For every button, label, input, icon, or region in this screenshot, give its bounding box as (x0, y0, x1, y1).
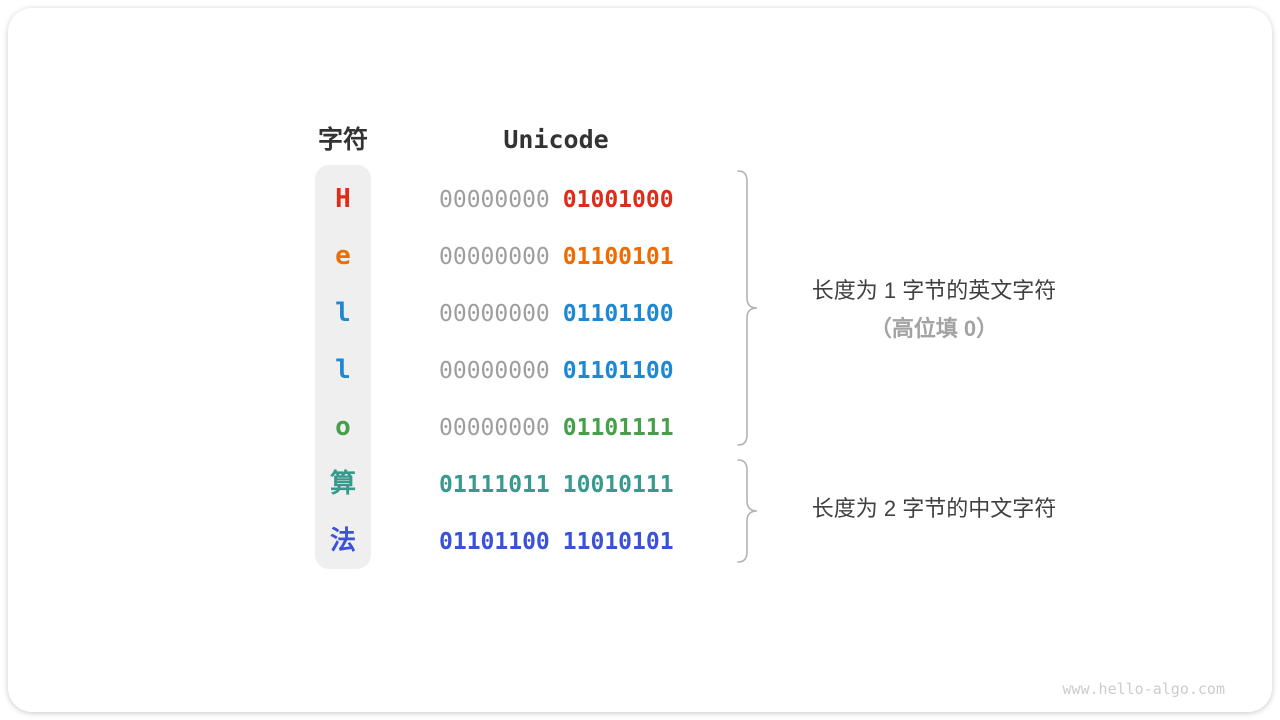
column-header-char: 字符 (317, 126, 368, 154)
byte-high: 00000000 (439, 300, 550, 327)
char-cell: 法 (329, 526, 356, 556)
table-row: l 00000000 01101100 (8, 285, 1280, 342)
byte-low: 10010111 (562, 471, 674, 498)
annotation-subtext: （高位填 0） (869, 316, 999, 341)
brace-2-byte-group (734, 458, 762, 564)
byte-high: 00000000 (439, 357, 550, 384)
table-row: l 00000000 01101100 (8, 342, 1280, 399)
table-row: 法 01101100 11010101 (8, 513, 1280, 570)
char-cell: 算 (329, 469, 356, 499)
byte-low: 11010101 (562, 528, 674, 555)
byte-high: 01101100 (439, 528, 550, 555)
byte-high: 00000000 (439, 186, 550, 213)
brace-1-byte-group (734, 169, 762, 447)
byte-high: 01111011 (439, 471, 550, 498)
byte-high: 00000000 (439, 414, 550, 441)
unicode-bits: 01111011 10010111 (439, 456, 674, 513)
table-row: e 00000000 01100101 (8, 228, 1280, 285)
byte-low: 01101111 (562, 414, 674, 441)
unicode-bits: 01101100 11010101 (439, 513, 674, 570)
char-cell: l (335, 355, 351, 385)
char-cell: l (335, 298, 351, 328)
annotation-text: 长度为 1 字节的英文字符 (811, 278, 1057, 303)
byte-low: 01001000 (562, 186, 674, 213)
annotation-text: 长度为 2 字节的中文字符 (811, 496, 1057, 521)
unicode-bits: 00000000 01100101 (439, 228, 674, 285)
watermark-url: www.hello-algo.com (1062, 680, 1225, 698)
figure-card: 字符 Unicode H 00000000 01001000 e 0000000… (8, 8, 1272, 712)
byte-high: 00000000 (439, 243, 550, 270)
table-row: H 00000000 01001000 (8, 171, 1280, 228)
char-cell: H (335, 184, 351, 214)
char-cell: e (335, 241, 351, 271)
table-row: o 00000000 01101111 (8, 399, 1280, 456)
unicode-bits: 00000000 01101111 (439, 399, 674, 456)
byte-low: 01101100 (562, 300, 674, 327)
char-column-background (315, 165, 371, 569)
annotation-2-byte-chinese: 长度为 2 字节的中文字符 (766, 493, 1102, 525)
column-header-unicode: Unicode (503, 125, 609, 154)
unicode-bits: 00000000 01101100 (439, 285, 674, 342)
table-row: 算 01111011 10010111 (8, 456, 1280, 513)
char-cell: o (335, 412, 351, 442)
unicode-bits: 00000000 01001000 (439, 171, 674, 228)
annotation-1-byte-english: 长度为 1 字节的英文字符 （高位填 0） (766, 275, 1102, 345)
unicode-bits: 00000000 01101100 (439, 342, 674, 399)
byte-low: 01100101 (562, 243, 674, 270)
byte-low: 01101100 (562, 357, 674, 384)
